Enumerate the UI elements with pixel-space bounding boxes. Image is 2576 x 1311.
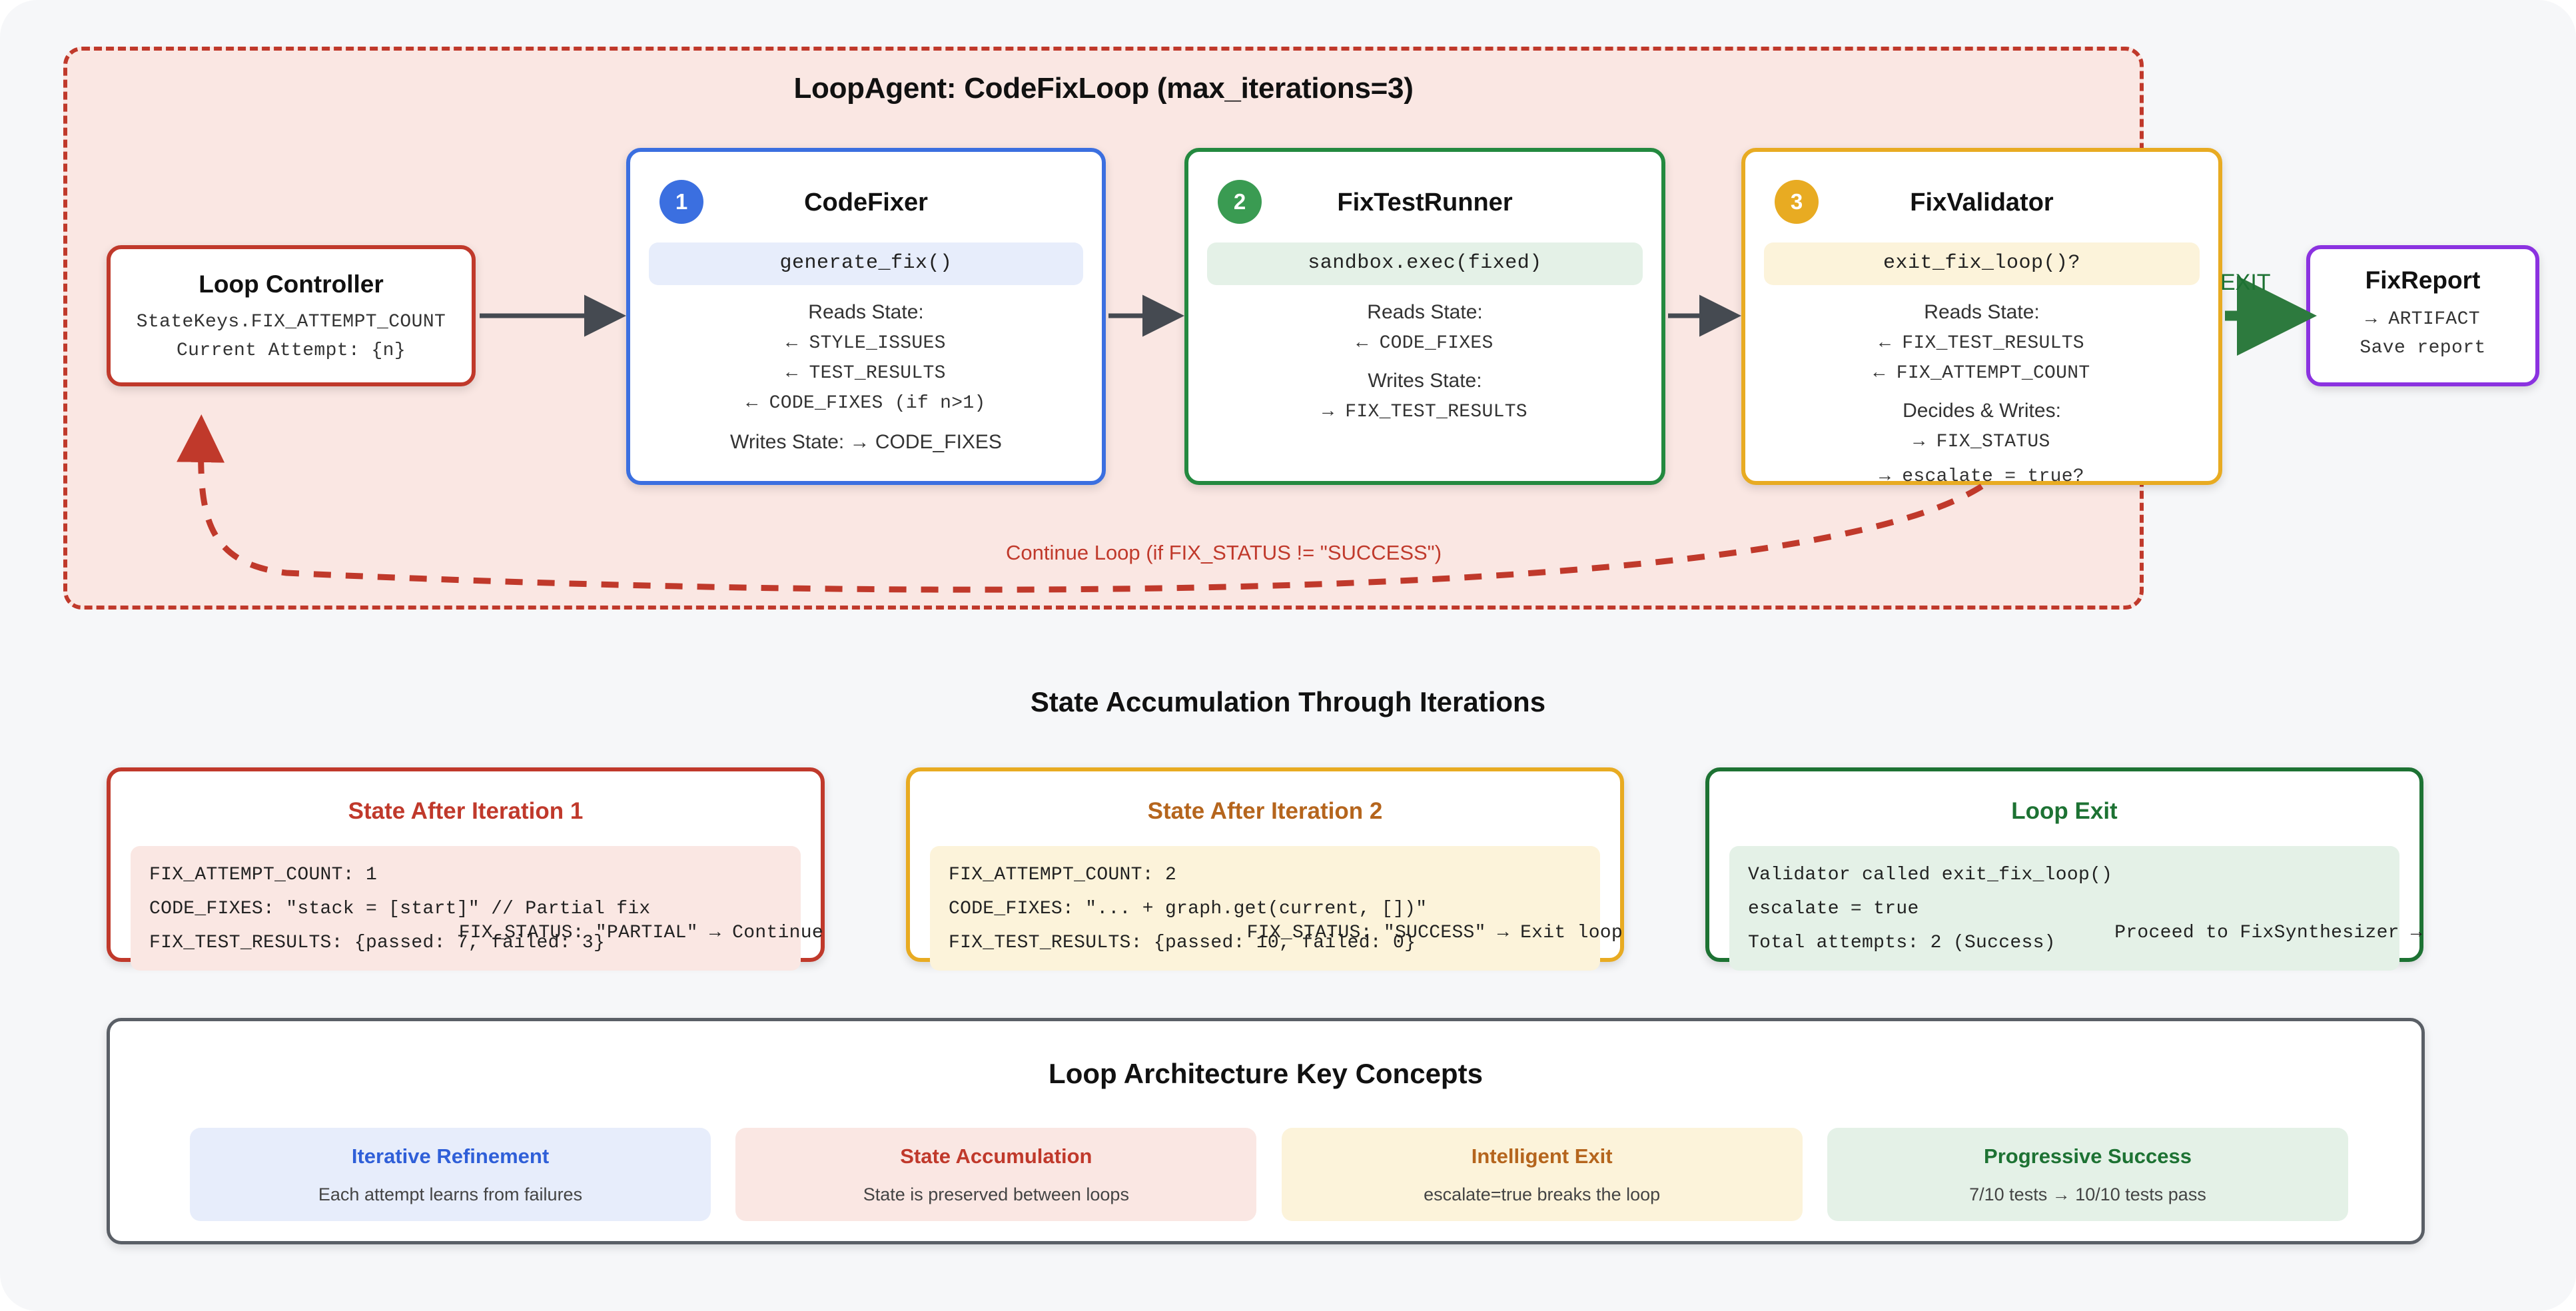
key-concepts-row: Iterative Refinement Each attempt learns… [190,1128,2348,1221]
state-line: FIX_ATTEMPT_COUNT: 2 [949,865,1177,885]
state-card-body: FIX_ATTEMPT_COUNT: 2 CODE_FIXES: "... + … [930,846,1600,971]
fixreport-node[interactable]: FixReport → ARTIFACT Save report [2306,245,2539,386]
reads-state-item: ← CODE_FIXES (if n>1) [746,393,986,414]
agent-method-chip-codefixer: generate_fix() [649,242,1083,285]
concept-title: Iterative Refinement [351,1144,550,1168]
state-card-title: State After Iteration 1 [348,798,584,824]
agent-title-fixtestrunner: FixTestRunner [1337,189,1513,217]
key-concepts-heading: Loop Architecture Key Concepts [1049,1058,1483,1089]
reads-state-item: ← FIX_TEST_RESULTS [1879,333,2084,354]
state-card-loop-exit[interactable]: Loop Exit Validator called exit_fix_loop… [1705,767,2423,971]
state-line: CODE_FIXES: "... + graph.get(current, []… [949,899,1428,919]
writes-state-item: → FIX_STATUS [1913,432,2050,452]
writes-state-item: → FIX_TEST_RESULTS [1322,402,1527,422]
state-card-footer: Proceed to FixSynthesizer → [2114,923,2422,943]
state-card-title: State After Iteration 2 [1147,798,1383,824]
writes-state-heading-2: Writes State: [1368,370,1482,392]
agent-node-fixtestrunner[interactable]: 2 FixTestRunner sandbox.exec(fixed) Read… [1184,148,1665,485]
concept-card-progressive-success[interactable]: Progressive Success 7/10 tests → 10/10 t… [1827,1128,2348,1221]
state-line: Total attempts: 2 (Success) [1748,933,2056,953]
state-card-footer: FIX_STATUS: "PARTIAL" → Continue [458,923,823,943]
agent-method-chip-fixtestrunner: sandbox.exec(fixed) [1207,242,1643,285]
fixreport-artifact-line: → ARTIFACT [2365,309,2481,330]
continue-loop-label: Continue Loop (if FIX_STATUS != "SUCCESS… [1006,541,1442,564]
step-number-badge-3: 3 [1775,180,1819,224]
concept-title: Intelligent Exit [1471,1144,1613,1168]
reads-state-item: ← STYLE_ISSUES [786,333,946,354]
fixreport-title: FixReport [2365,266,2481,294]
state-line: FIX_TEST_RESULTS: {passed: 7, failed: 3} [149,933,606,953]
concept-subtitle: escalate=true breaks the loop [1424,1184,1661,1204]
agent-title-codefixer: CodeFixer [804,189,928,217]
state-section-heading: State Accumulation Through Iterations [1030,686,1546,717]
state-card-iteration-2[interactable]: State After Iteration 2 FIX_ATTEMPT_COUN… [906,767,1624,971]
step-number-badge-1: 1 [659,180,703,224]
state-line: FIX_ATTEMPT_COUNT: 1 [149,865,378,885]
reads-state-heading-2: Reads State: [1367,301,1483,323]
agent-node-fixvalidator[interactable]: 3 FixValidator exit_fix_loop()? Reads St… [1741,148,2222,485]
reads-state-item: ← TEST_RESULTS [786,363,946,384]
loop-controller-title: Loop Controller [199,270,384,298]
state-card-footer: FIX_STATUS: "SUCCESS" → Exit loop [1246,923,1623,943]
agent-node-codefixer[interactable]: 1 CodeFixer generate_fix() Reads State: … [626,148,1106,485]
agent-title-fixvalidator: FixValidator [1910,189,2054,217]
state-line: FIX_TEST_RESULTS: {passed: 10, failed: 0… [949,933,1416,953]
state-card-body: Validator called exit_fix_loop() escalat… [1729,846,2399,971]
state-line: Validator called exit_fix_loop() [1748,865,2113,885]
reads-state-heading-3: Reads State: [1924,301,2040,323]
escalate-overflow-line: → escalate = true? [1879,466,2084,487]
reads-state-heading-1: Reads State: [808,301,924,323]
loop-controller-statekey: StateKeys.FIX_ATTEMPT_COUNT [136,312,446,332]
concept-card-intelligent-exit[interactable]: Intelligent Exit escalate=true breaks th… [1281,1128,1803,1221]
loop-agent-title: LoopAgent: CodeFixLoop (max_iterations=3… [793,72,1414,105]
concept-card-state-accumulation[interactable]: State Accumulation State is preserved be… [735,1128,1257,1221]
state-card-body: FIX_ATTEMPT_COUNT: 1 CODE_FIXES: "stack … [131,846,801,971]
concept-subtitle: Each attempt learns from failures [318,1184,583,1204]
concept-subtitle: State is preserved between loops [863,1184,1129,1204]
concept-title: State Accumulation [900,1144,1092,1168]
state-line: CODE_FIXES: "stack = [start]" // Partial… [149,899,651,919]
step-number-badge-2: 2 [1218,180,1262,224]
loop-controller-attempt: Current Attempt: {n} [176,340,406,361]
state-card-title: Loop Exit [2011,798,2118,824]
reads-state-item: ← CODE_FIXES [1356,333,1494,354]
state-card-iteration-1[interactable]: State After Iteration 1 FIX_ATTEMPT_COUN… [107,767,825,971]
state-line: escalate = true [1748,899,1919,919]
loop-controller-node[interactable]: Loop Controller StateKeys.FIX_ATTEMPT_CO… [107,245,476,386]
concept-subtitle: 7/10 tests → 10/10 tests pass [1969,1184,2206,1204]
concept-card-iterative-refinement[interactable]: Iterative Refinement Each attempt learns… [190,1128,711,1221]
writes-state-heading-3: Decides & Writes: [1903,400,2061,422]
concept-title: Progressive Success [1984,1144,2192,1168]
reads-state-item: ← FIX_ATTEMPT_COUNT [1873,363,2090,384]
writes-state-heading-1: Writes State: → CODE_FIXES [730,431,1002,453]
agent-method-chip-fixvalidator: exit_fix_loop()? [1764,242,2200,285]
exit-arrow-label: EXIT [2220,270,2271,295]
fixreport-save-line: Save report [2360,338,2486,358]
key-concepts-panel: Loop Architecture Key Concepts Iterative… [107,1018,2425,1244]
